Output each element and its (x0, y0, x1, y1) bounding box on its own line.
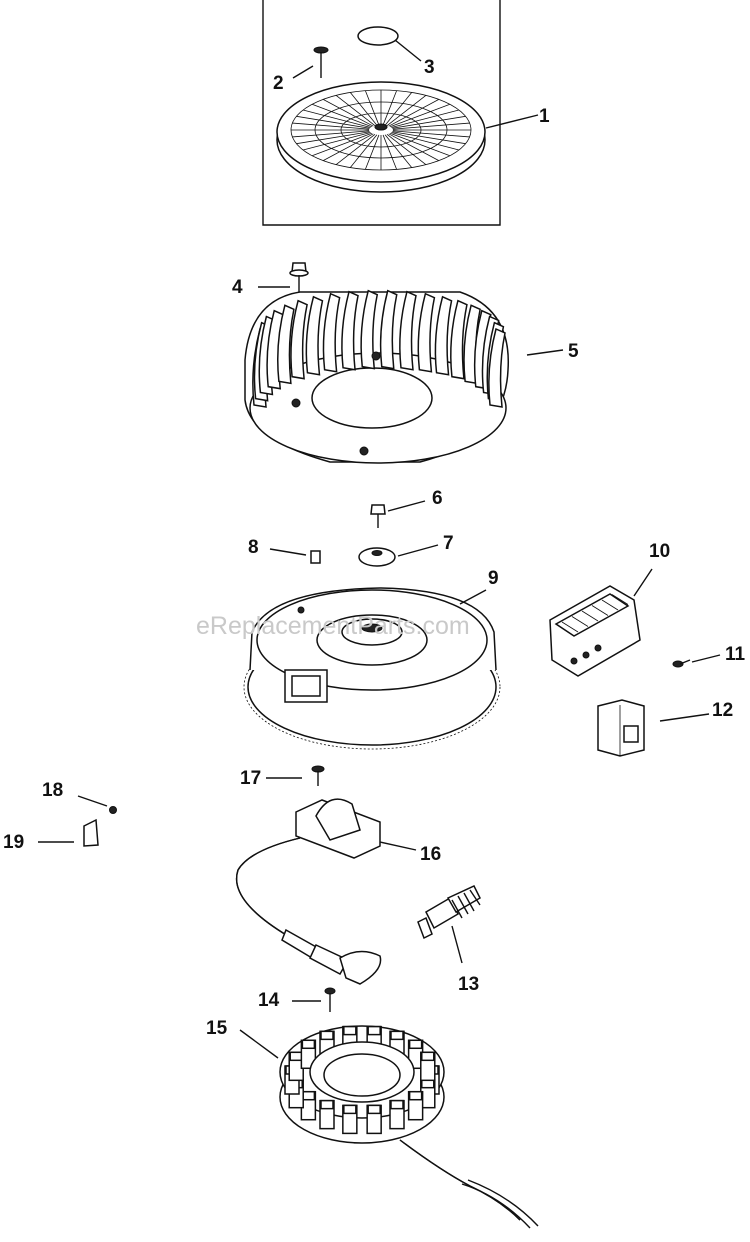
part-18-nut[interactable] (109, 806, 117, 814)
part-17-screw[interactable] (311, 765, 325, 786)
part-8-key[interactable] (310, 550, 321, 564)
part-11-screw[interactable] (672, 659, 691, 668)
watermark-text: eReplacementParts.com (196, 612, 470, 640)
callout-6[interactable]: 6 (432, 488, 443, 509)
part-15-stator[interactable] (279, 1025, 539, 1229)
part-13-spark-plug[interactable] (417, 885, 481, 940)
callout-3[interactable]: 3 (424, 57, 435, 78)
part-2-screw[interactable] (313, 46, 329, 78)
callout-9[interactable]: 9 (488, 568, 499, 589)
part-14-screw[interactable] (324, 987, 336, 1012)
callout-17[interactable]: 17 (240, 768, 261, 789)
part-4-bolt[interactable] (289, 262, 309, 294)
callout-12[interactable]: 12 (712, 700, 733, 721)
callout-7[interactable]: 7 (443, 533, 454, 554)
callout-5[interactable]: 5 (568, 341, 579, 362)
part-16-ignition-module[interactable] (236, 798, 382, 985)
callout-1[interactable]: 1 (539, 106, 550, 127)
part-1-debris-screen[interactable] (262, 0, 501, 226)
callout-15[interactable]: 15 (206, 1018, 228, 1039)
callout-16[interactable]: 16 (420, 844, 441, 865)
callout-18[interactable]: 18 (42, 780, 63, 801)
callout-11[interactable]: 11 (725, 644, 746, 665)
callout-labels: 1 2 3 4 5 6 7 8 9 10 11 12 13 14 15 16 1… (3, 57, 746, 1039)
part-19-bracket[interactable] (83, 818, 99, 847)
callout-4[interactable]: 4 (232, 277, 243, 298)
leader-lines (38, 39, 721, 1059)
callout-10[interactable]: 10 (649, 541, 670, 562)
part-3-decal[interactable] (357, 26, 399, 46)
part-6-screw[interactable] (370, 504, 386, 528)
callout-8[interactable]: 8 (248, 537, 259, 558)
callout-13[interactable]: 13 (458, 974, 479, 995)
part-5-fan[interactable] (244, 289, 510, 464)
part-10-rectifier-regulator[interactable] (549, 585, 641, 677)
callout-19[interactable]: 19 (3, 832, 24, 853)
callout-14[interactable]: 14 (258, 990, 280, 1011)
callout-2[interactable]: 2 (273, 73, 284, 94)
part-12-connector[interactable] (597, 699, 645, 757)
part-7-washer[interactable] (358, 547, 396, 567)
part-9-flywheel[interactable] (243, 587, 501, 750)
